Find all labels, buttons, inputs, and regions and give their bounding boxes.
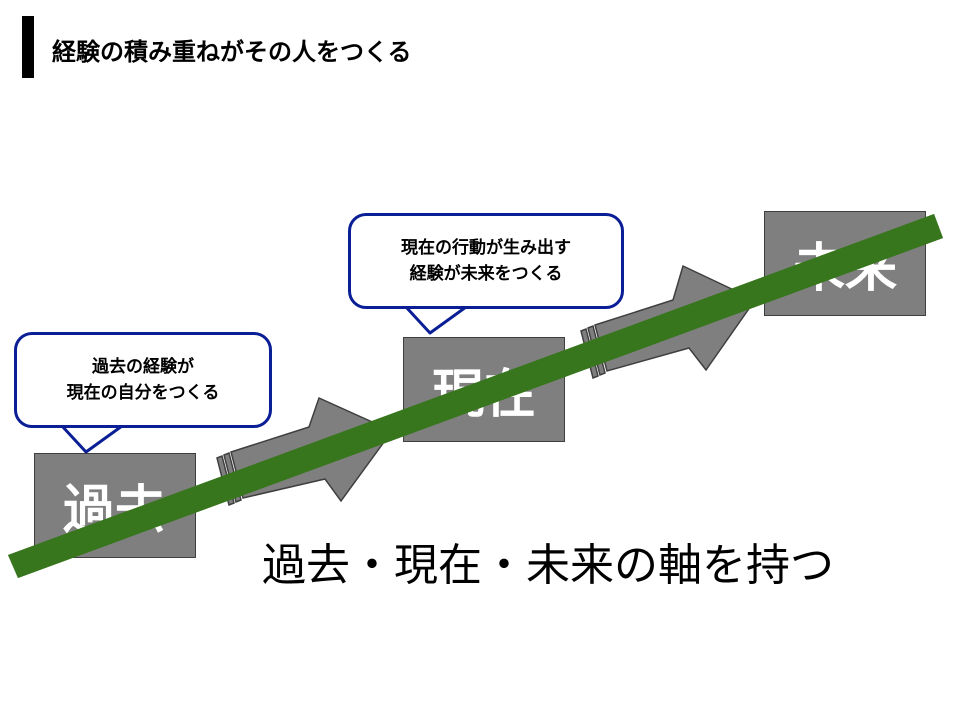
speech-bubble-past: 過去の経験が 現在の自分をつくる [14, 332, 272, 428]
slide-caption: 過去・現在・未来の軸を持つ [262, 540, 834, 591]
slide-title: 経験の積み重ねがその人をつくる [52, 38, 412, 66]
speech-bubble-present: 現在の行動が生み出す 経験が未来をつくる [348, 213, 624, 309]
bubble-past-line-2: 現在の自分をつくる [66, 383, 220, 403]
bubble-past-line-1: 過去の経験が [92, 357, 194, 377]
bubble-present-line-2: 経験が未来をつくる [409, 264, 563, 284]
timeline-axis-line-front [8, 214, 943, 578]
bubble-present-line-1: 現在の行動が生み出す [401, 238, 571, 258]
title-accent-bar [22, 16, 34, 78]
